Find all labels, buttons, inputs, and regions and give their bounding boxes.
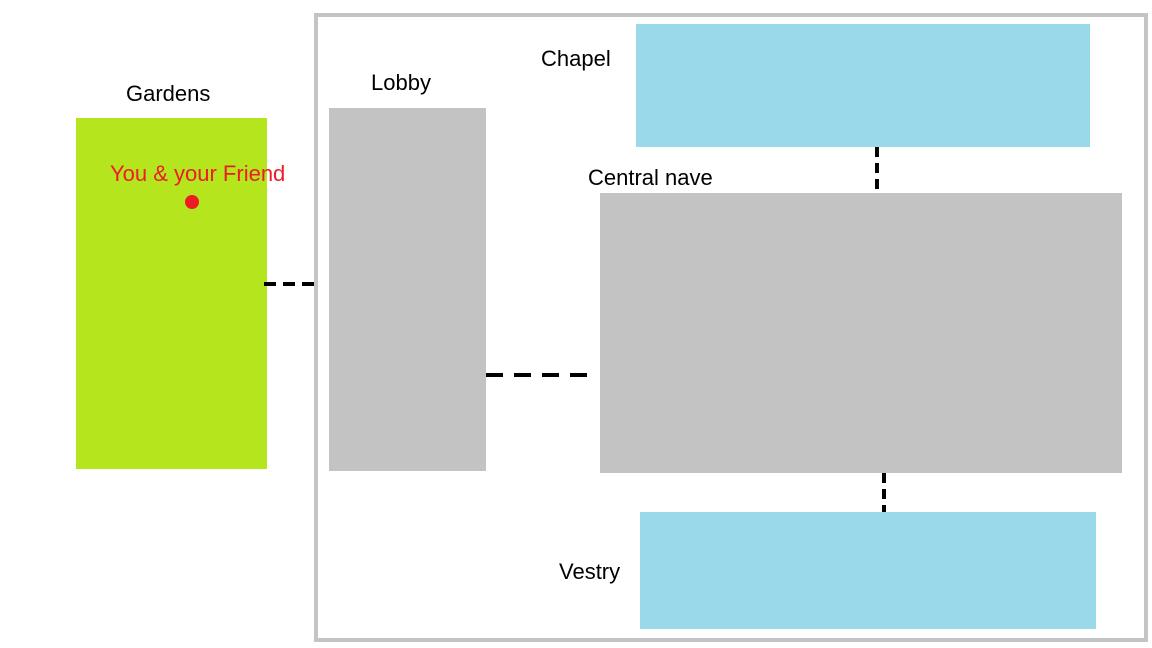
gardens-label: Gardens (126, 81, 211, 106)
room-gardens[interactable] (76, 118, 267, 469)
room-lobby[interactable] (329, 108, 486, 471)
you-and-friend-marker (185, 195, 199, 209)
room-central-nave[interactable] (600, 193, 1122, 473)
building-outline (314, 13, 1148, 642)
lobby-label: Lobby (371, 70, 431, 95)
room-vestry[interactable] (640, 512, 1096, 629)
central-nave-label: Central nave (588, 165, 713, 190)
you-and-friend-label: You & your Friend (110, 161, 286, 186)
chapel-label: Chapel (541, 46, 611, 71)
room-chapel[interactable] (636, 24, 1090, 147)
vestry-label: Vestry (559, 559, 621, 584)
